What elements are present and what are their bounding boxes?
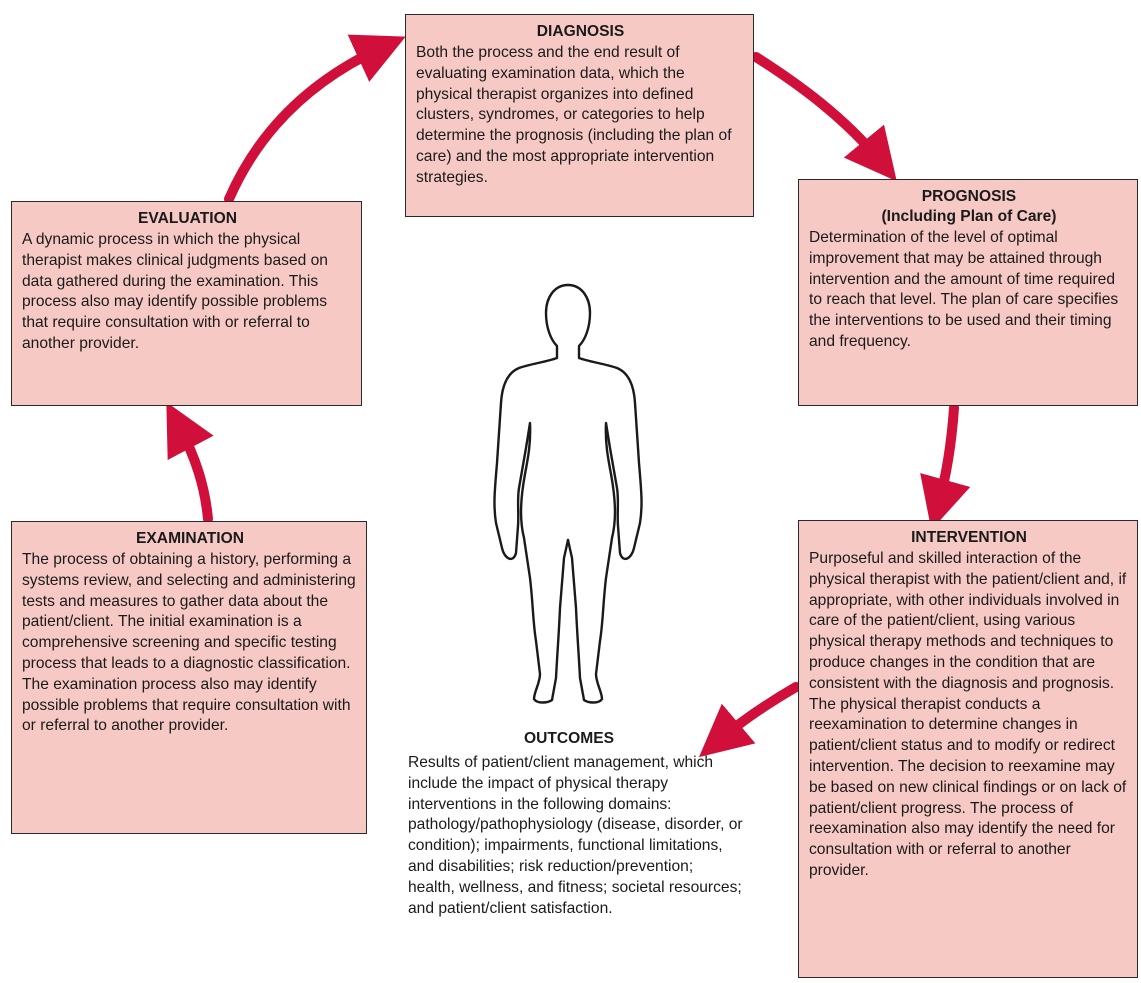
arrow-evaluation-to-diagnosis	[224, 34, 406, 204]
prognosis-text: Determination of the level of optimal im…	[809, 229, 1119, 350]
prognosis-title: PROGNOSIS (Including Plan of Care)	[809, 187, 1129, 227]
intervention-title: INTERVENTION	[911, 529, 1027, 546]
arrow-prognosis-to-intervention	[920, 403, 971, 531]
examination-text: The process of obtaining a history, perf…	[22, 551, 356, 735]
outcomes-section: OUTCOMES Results of patient/client manag…	[408, 729, 744, 983]
prognosis-title-line-1: PROGNOSIS	[921, 188, 1017, 205]
diagnosis-title: DIAGNOSIS	[536, 23, 625, 40]
evaluation-title: EVALUATION	[137, 210, 238, 227]
prognosis-box: PROGNOSIS (Including Plan of Care) Deter…	[798, 179, 1138, 406]
intervention-text: Purposeful and skilled interaction of th…	[809, 550, 1127, 879]
intervention-box: INTERVENTION Purposeful and skilled inte…	[798, 520, 1138, 978]
examination-title: EXAMINATION	[136, 530, 244, 547]
human-body-outline-icon	[493, 283, 643, 704]
arrow-examination-to-evaluation	[166, 401, 214, 524]
arrow-intervention-to-outcomes	[698, 682, 801, 758]
prognosis-title-line-2: (Including Plan of Care)	[881, 208, 1057, 225]
evaluation-text: A dynamic process in which the physical …	[22, 231, 328, 352]
outcomes-text: Results of patient/client management, wh…	[408, 754, 743, 917]
diagnosis-box: DIAGNOSIS Both the process and the end r…	[405, 14, 754, 217]
diagnosis-text: Both the process and the end result of e…	[416, 44, 732, 186]
evaluation-box: EVALUATION A dynamic process in which th…	[11, 201, 362, 406]
arrow-diagnosis-to-prognosis	[751, 52, 897, 182]
outcomes-title: OUTCOMES	[523, 730, 615, 747]
examination-box: EXAMINATION The process of obtaining a h…	[11, 521, 367, 834]
